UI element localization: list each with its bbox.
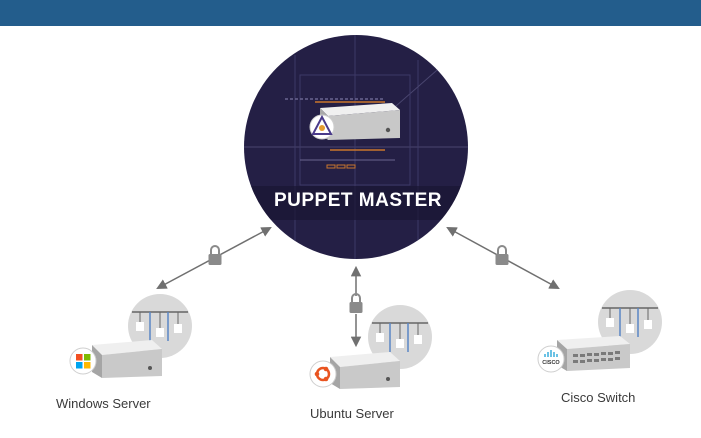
- cisco-switch-node: CISCO: [537, 290, 662, 373]
- windows-server-label: Windows Server: [56, 396, 151, 411]
- puppet-master-node: [244, 35, 468, 259]
- cisco-switch-label: Cisco Switch: [561, 390, 636, 405]
- header-bar: [0, 0, 701, 26]
- server-box: [92, 340, 162, 378]
- lock-icon: [347, 293, 365, 314]
- cisco-icon: CISCO: [537, 345, 565, 373]
- puppet-master-title: PUPPET MASTER: [273, 190, 443, 211]
- lock-icon: [208, 245, 222, 265]
- server-box: [330, 352, 400, 389]
- master-server-icon: [309, 103, 400, 140]
- lock-icon: [495, 245, 509, 265]
- switch-box: [557, 336, 630, 371]
- cisco-logo-text: CISCO: [542, 360, 560, 366]
- blueprint-lines: [244, 35, 468, 259]
- windows-icon: [69, 347, 97, 375]
- ubuntu-server-label: Ubuntu Server: [310, 406, 394, 421]
- ubuntu-server-node: [309, 305, 432, 389]
- ubuntu-icon: [309, 360, 337, 388]
- windows-server-node: [69, 294, 192, 378]
